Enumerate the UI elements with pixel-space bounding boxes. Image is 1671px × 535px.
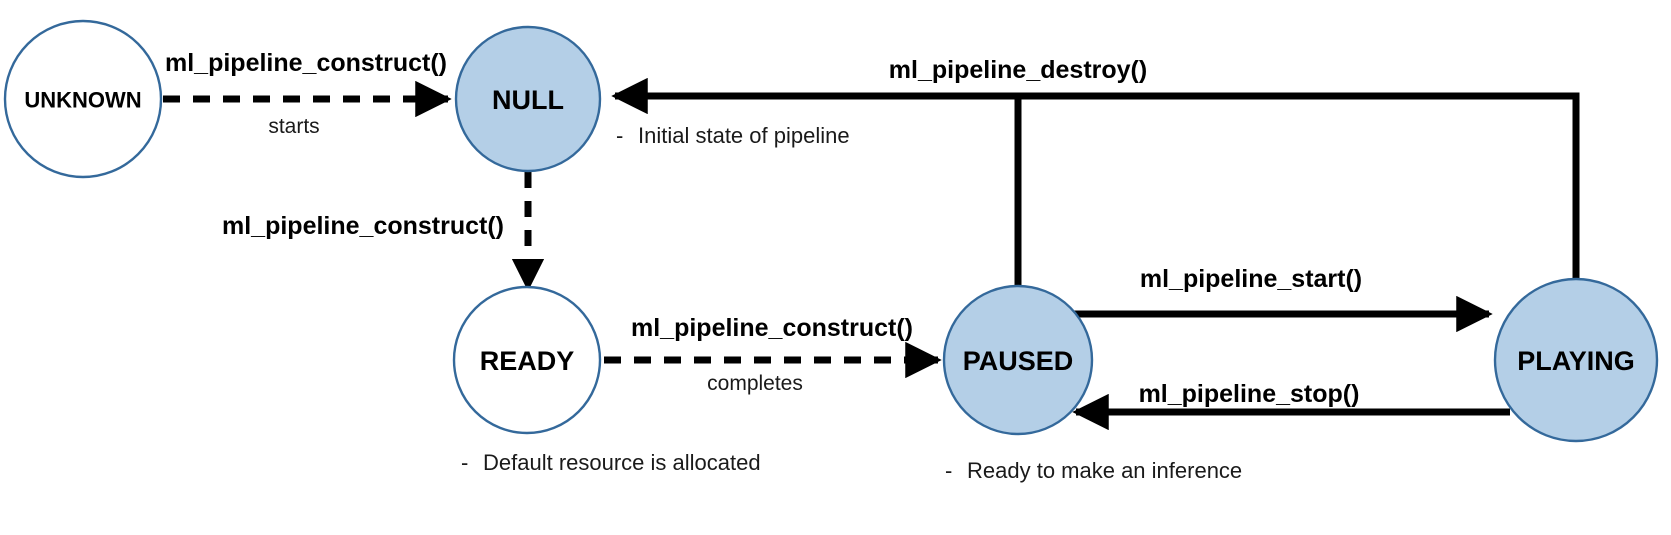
edge-label-ready-to-paused: ml_pipeline_construct() bbox=[631, 314, 913, 342]
state-node-paused-circle[interactable] bbox=[942, 284, 1094, 436]
edge-sublabel-unknown-to-null: starts bbox=[268, 115, 319, 138]
note-null-marker: - bbox=[616, 123, 623, 148]
note-null-text: Initial state of pipeline bbox=[638, 123, 850, 148]
note-ready-text: Default resource is allocated bbox=[483, 450, 761, 475]
state-node-null[interactable]: NULL bbox=[454, 25, 602, 173]
state-node-unknown-label: UNKNOWN bbox=[24, 88, 141, 113]
note-null: - Initial state of pipeline bbox=[616, 123, 850, 148]
edge-label-playing-to-paused: ml_pipeline_stop() bbox=[1139, 380, 1360, 408]
state-node-null-circle[interactable] bbox=[454, 25, 602, 173]
note-paused-marker: - bbox=[945, 458, 952, 483]
note-paused-text: Ready to make an inference bbox=[967, 458, 1242, 483]
edge-label-destroy-to-null: ml_pipeline_destroy() bbox=[889, 56, 1147, 84]
state-node-unknown[interactable]: UNKNOWN bbox=[3, 19, 163, 179]
edge-sublabel-ready-to-paused: completes bbox=[707, 372, 803, 395]
note-paused: - Ready to make an inference bbox=[945, 458, 1242, 483]
state-node-ready-label: READY bbox=[480, 346, 575, 376]
state-node-ready-circle[interactable] bbox=[452, 285, 602, 435]
edge-label-paused-to-playing: ml_pipeline_start() bbox=[1140, 265, 1362, 293]
state-node-playing-circle[interactable] bbox=[1493, 277, 1659, 443]
edge-label-null-to-ready: ml_pipeline_construct() bbox=[222, 212, 504, 240]
edge-destroy-to-null bbox=[611, 77, 1580, 360]
state-node-playing-label: PLAYING bbox=[1517, 346, 1635, 376]
state-node-unknown-circle[interactable] bbox=[3, 19, 163, 179]
state-node-playing[interactable]: PLAYING bbox=[1493, 277, 1659, 443]
note-ready-marker: - bbox=[461, 450, 468, 475]
state-node-paused-label: PAUSED bbox=[963, 346, 1074, 376]
edge-destroy-path-playing bbox=[1018, 92, 1580, 360]
state-node-null-label: NULL bbox=[492, 85, 564, 115]
state-node-paused[interactable]: PAUSED bbox=[942, 284, 1094, 436]
edge-label-unknown-to-null: ml_pipeline_construct() bbox=[165, 49, 447, 77]
note-ready: - Default resource is allocated bbox=[461, 450, 761, 475]
state-node-ready[interactable]: READY bbox=[452, 285, 602, 435]
